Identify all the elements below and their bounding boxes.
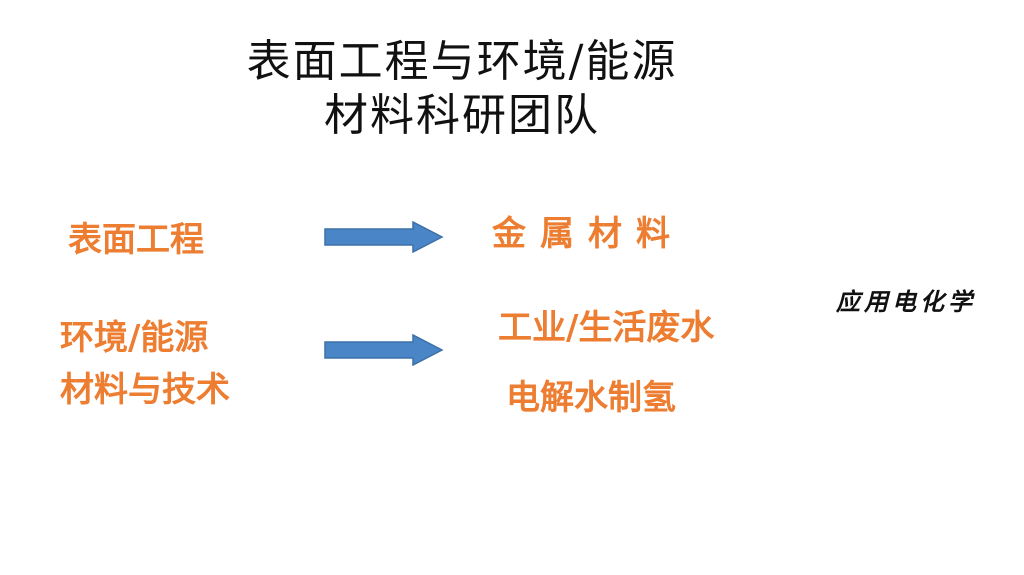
title-line-1: 表面工程与环境/能源 bbox=[246, 36, 678, 87]
left-item-surface-engineering: 表面工程 bbox=[68, 220, 204, 260]
right-arrow-icon-2 bbox=[324, 334, 444, 366]
right-item-metal-materials: 金属材料 bbox=[492, 214, 684, 254]
left-item-env-energy-line-2: 材料与技术 bbox=[60, 370, 230, 410]
right-arrow-icon-1 bbox=[324, 221, 444, 253]
right-item-hydrogen: 电解水制氢 bbox=[506, 378, 676, 418]
left-item-env-energy-line-1: 环境/能源 bbox=[60, 318, 209, 358]
title-line-2: 材料科研团队 bbox=[324, 90, 600, 141]
side-label-applied-electrochemistry: 应用电化学 bbox=[836, 287, 976, 316]
right-item-wastewater: 工业/生活废水 bbox=[498, 308, 715, 348]
